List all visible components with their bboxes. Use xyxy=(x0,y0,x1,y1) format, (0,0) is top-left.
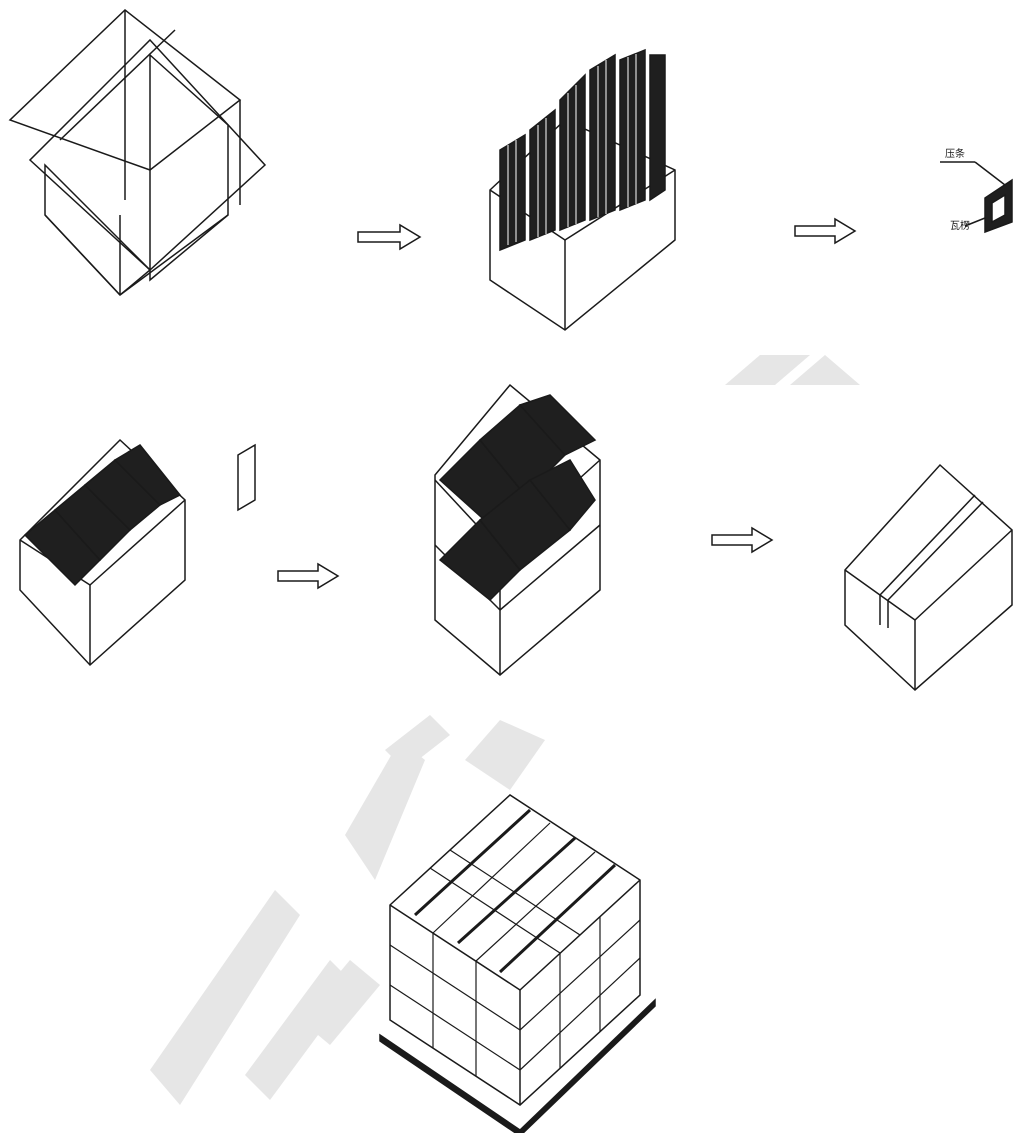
step-4-carton-half-filled xyxy=(20,440,255,665)
step-1-open-carton xyxy=(10,10,265,295)
arrow-right-icon xyxy=(712,528,772,552)
step-5-carton-two-layers xyxy=(435,385,600,675)
arrow-right-icon xyxy=(358,225,420,249)
label-top-tab: 压条 xyxy=(945,147,965,160)
step-7-palletized-stack xyxy=(380,795,655,1133)
arrow-right-icon xyxy=(795,219,855,243)
step-6-sealed-carton xyxy=(845,465,1012,690)
step-2-carton-filled-upright xyxy=(490,50,675,330)
arrow-right-icon xyxy=(278,564,338,588)
step-3-divider-tab: 压条 瓦楞 xyxy=(940,147,1012,232)
